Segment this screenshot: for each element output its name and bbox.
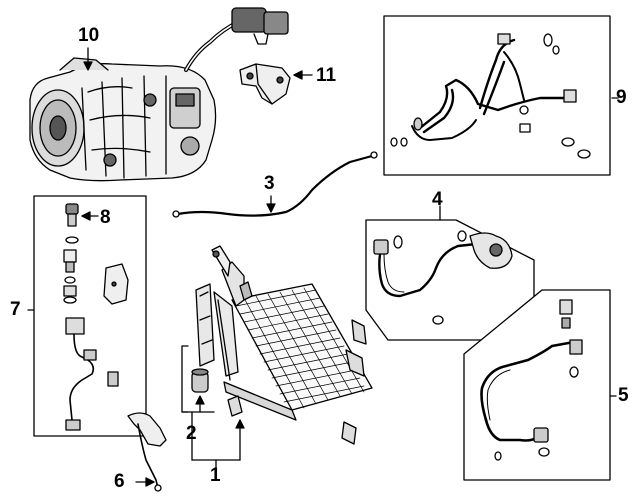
ac-line-icon[interactable]	[172, 151, 378, 218]
callout-3: 3	[264, 173, 275, 194]
callout-9: 9	[616, 87, 627, 108]
callout-10: 10	[78, 25, 100, 46]
receiver-drier-icon[interactable]	[181, 283, 215, 413]
callout-8: 8	[100, 207, 111, 228]
compressor-bracket-icon[interactable]	[239, 63, 313, 105]
callout-11: 11	[316, 65, 337, 86]
bracket-icon[interactable]	[127, 412, 167, 492]
callout-7: 7	[10, 299, 21, 320]
callout-2: 2	[186, 423, 197, 444]
discharge-hose-icon[interactable]	[365, 205, 535, 341]
suction-hose-icon[interactable]	[463, 289, 617, 481]
compressor-icon[interactable]	[29, 7, 289, 182]
pressure-switch-kit-icon[interactable]	[27, 195, 147, 437]
condenser-icon[interactable]	[191, 245, 373, 461]
arrow-10	[83, 61, 93, 71]
callout-5: 5	[618, 385, 629, 406]
hose-assembly-icon[interactable]	[383, 15, 619, 176]
callout-6: 6	[114, 471, 125, 492]
callout-4: 4	[432, 189, 443, 210]
callout-1: 1	[210, 465, 221, 486]
pressure-sensor-icon[interactable]	[65, 203, 99, 227]
